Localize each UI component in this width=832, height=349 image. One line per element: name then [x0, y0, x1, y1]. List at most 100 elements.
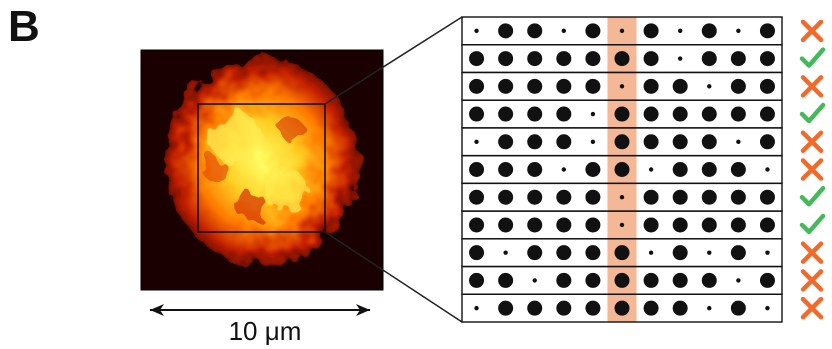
large-dot	[759, 23, 775, 39]
large-dot	[643, 51, 659, 67]
large-dot	[643, 217, 659, 233]
result-markers	[799, 19, 826, 320]
large-dot	[585, 272, 601, 288]
large-dot	[672, 106, 688, 122]
cross-icon	[800, 19, 824, 43]
small-dot	[707, 250, 712, 255]
large-dot	[498, 189, 514, 205]
large-dot	[527, 134, 543, 150]
cross-icon	[800, 269, 824, 292]
large-dot	[759, 272, 775, 288]
large-dot	[556, 106, 572, 122]
large-dot	[672, 189, 688, 205]
large-dot	[556, 272, 572, 288]
sequence-grid	[461, 16, 783, 323]
large-dot	[585, 23, 601, 39]
large-dot	[498, 134, 514, 150]
large-dot	[556, 300, 572, 316]
large-dot	[643, 272, 659, 288]
large-dot	[527, 189, 543, 205]
large-dot	[585, 300, 601, 316]
check-icon	[799, 102, 826, 124]
panel-label: B	[8, 2, 40, 51]
small-dot	[474, 305, 479, 311]
large-dot	[585, 245, 601, 261]
cross-icon	[800, 75, 824, 98]
large-dot	[527, 245, 543, 261]
large-dot	[556, 245, 572, 261]
scale-bar	[150, 304, 370, 316]
large-dot	[643, 189, 659, 205]
small-dot	[648, 167, 654, 172]
small-dot	[590, 111, 596, 117]
large-dot	[498, 162, 514, 177]
zoom-line-bottom	[324, 231, 463, 323]
large-dot	[614, 134, 630, 150]
large-dot	[672, 134, 688, 150]
large-dot	[614, 300, 630, 316]
cross-icon	[800, 296, 824, 320]
large-dot	[498, 272, 514, 288]
small-dot	[648, 250, 654, 255]
small-dot	[765, 305, 770, 311]
large-dot	[498, 106, 514, 122]
large-dot	[498, 78, 514, 94]
grid-row	[461, 293, 783, 323]
large-dot	[556, 217, 572, 233]
large-dot	[469, 78, 485, 94]
large-dot	[527, 300, 543, 316]
large-dot	[469, 272, 485, 288]
large-dot	[498, 217, 514, 233]
small-dot	[736, 278, 741, 283]
large-dot	[498, 300, 514, 316]
large-dot	[730, 162, 746, 177]
small-dot	[765, 167, 770, 172]
small-dot	[765, 250, 770, 255]
large-dot	[585, 162, 601, 177]
large-dot	[469, 245, 485, 261]
small-dot	[619, 28, 625, 34]
large-dot	[498, 51, 514, 67]
small-dot	[532, 278, 537, 283]
large-dot	[672, 272, 688, 288]
large-dot	[643, 300, 659, 316]
large-dot	[585, 78, 601, 94]
large-dot	[701, 272, 717, 288]
zoom-line-top	[324, 16, 463, 105]
large-dot	[672, 217, 688, 233]
large-dot	[672, 300, 688, 316]
small-dot	[677, 56, 683, 61]
large-dot	[730, 78, 746, 94]
large-dot	[469, 217, 485, 233]
large-dot	[730, 217, 746, 233]
large-dot	[527, 78, 543, 94]
large-dot	[701, 134, 717, 150]
large-dot	[469, 189, 485, 205]
small-dot	[503, 250, 508, 255]
large-dot	[498, 23, 514, 39]
check-icon	[799, 213, 826, 235]
large-dot	[672, 245, 688, 261]
zoom-box	[197, 103, 326, 233]
large-dot	[730, 106, 746, 122]
large-dot	[643, 134, 659, 150]
small-dot	[736, 28, 741, 34]
large-dot	[614, 272, 630, 288]
cross-icon	[800, 130, 824, 154]
large-dot	[730, 189, 746, 205]
large-dot	[527, 106, 543, 122]
small-dot	[561, 28, 567, 34]
large-dot	[469, 106, 485, 122]
scale-bar-label: 10 μm	[228, 316, 302, 346]
large-dot	[701, 23, 717, 39]
large-dot	[701, 189, 717, 205]
large-dot	[614, 51, 630, 67]
large-dot	[527, 162, 543, 177]
small-dot	[707, 305, 712, 311]
small-dot	[707, 84, 712, 89]
large-dot	[701, 106, 717, 122]
small-dot	[677, 28, 683, 34]
cross-icon	[800, 241, 824, 264]
large-dot	[730, 300, 746, 316]
